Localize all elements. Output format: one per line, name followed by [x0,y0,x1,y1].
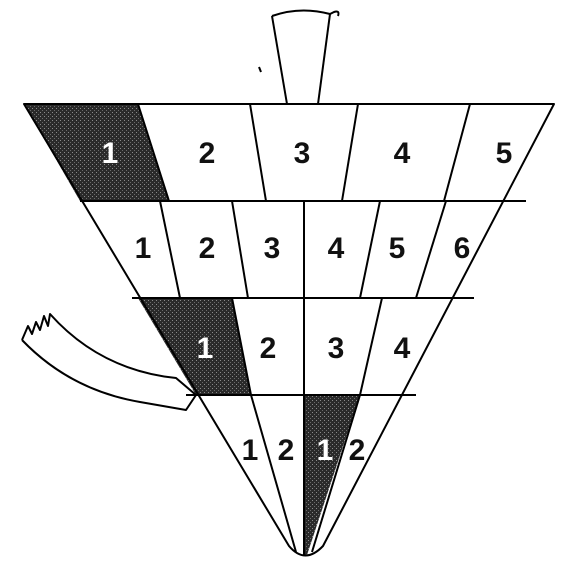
cell-label: 5 [496,137,513,170]
cell-label: 2 [278,434,295,467]
cell-label: 5 [389,232,406,265]
cell-label: 4 [394,137,411,170]
cell-label: 2 [349,434,366,467]
stem [259,10,339,104]
cell-label: 6 [454,232,471,265]
cell-label: 4 [394,332,411,365]
shaded-cell-row1-1 [24,104,169,201]
cell-label: 2 [199,137,216,170]
shaded-cells [24,104,360,555]
row2-labels: 1 2 3 4 5 6 [135,232,471,265]
cell-label: 1 [197,332,214,365]
cell-label: 3 [328,332,345,365]
cell-label: 2 [260,332,277,365]
cell-label: 2 [199,232,216,265]
cell-label: 1 [102,137,119,170]
cell-label: 1 [317,434,334,467]
row1-labels: 1 2 3 4 5 [102,137,513,170]
cell-label: 3 [264,232,281,265]
cell-label: 1 [135,232,152,265]
cell-label: 4 [328,232,345,265]
cell-label: 1 [242,434,259,467]
cell-label: 3 [294,137,311,170]
row3-dividers [232,298,382,395]
